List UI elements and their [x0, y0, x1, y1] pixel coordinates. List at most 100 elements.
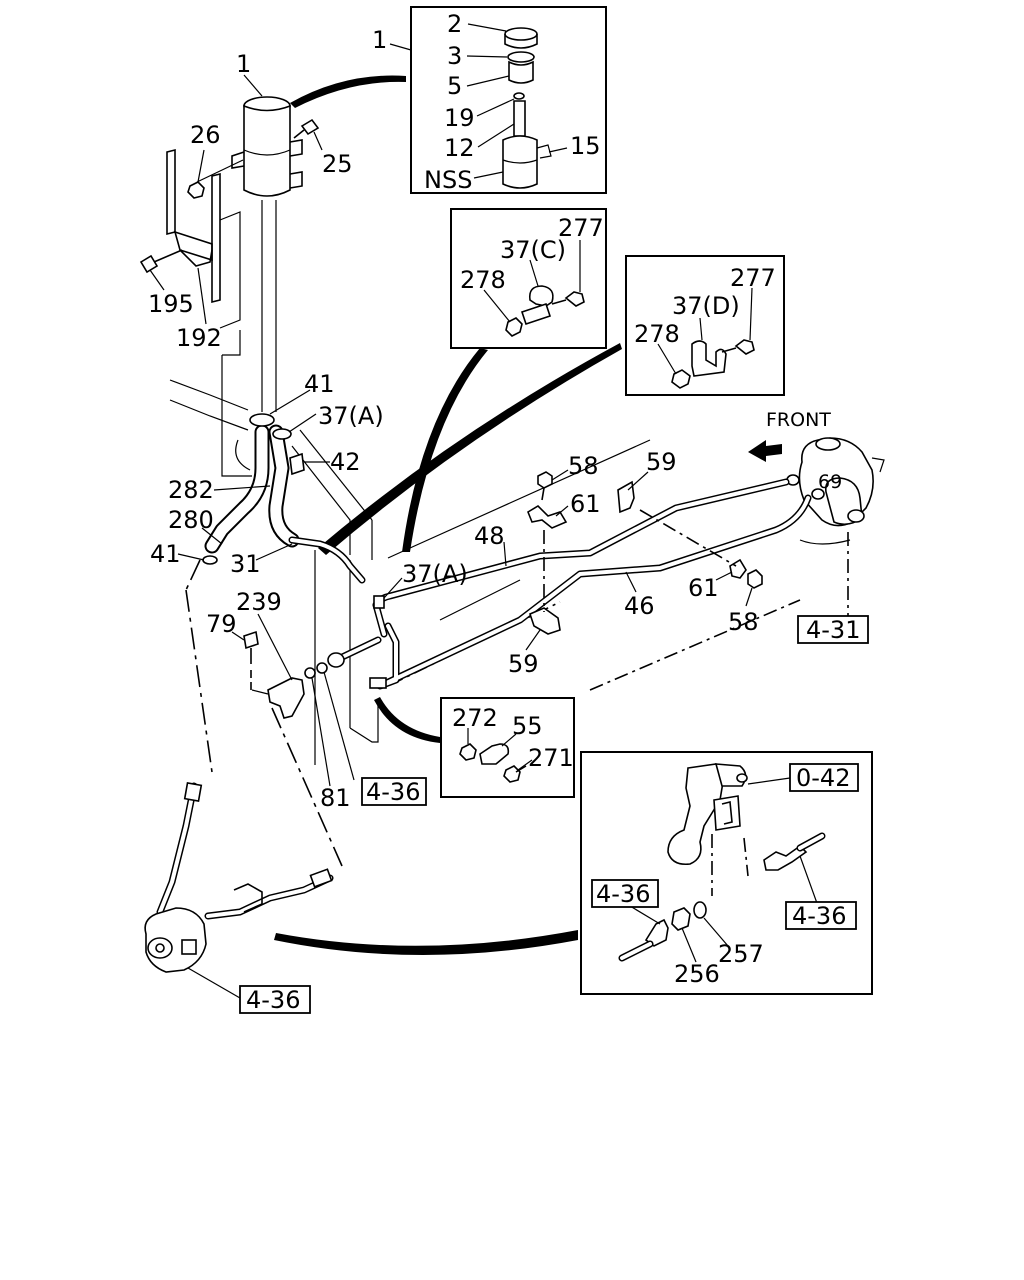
callout-31: 31 — [230, 550, 261, 578]
callout-61-top: 61 — [570, 490, 601, 518]
bolt-195 — [139, 254, 159, 274]
leader-277d — [749, 287, 753, 341]
fitting-46 — [811, 488, 825, 500]
ref-box-4-36-bottom — [239, 985, 311, 1014]
frame-edge-1 — [221, 355, 252, 477]
callout-12: 12 — [444, 134, 475, 162]
washer-81b — [304, 667, 316, 679]
pump-hub — [155, 943, 165, 953]
cap-body — [504, 34, 538, 49]
leader-278c — [483, 289, 511, 323]
leader-4-36-bottom — [187, 967, 241, 999]
pointer-arc-clamp-c — [402, 348, 488, 552]
bolt-79-head — [243, 630, 259, 650]
pump-port — [181, 939, 197, 955]
reservoir-detail-inset: 2 3 5 19 12 15 NSS 1 — [372, 6, 607, 194]
leader-61-top — [555, 505, 569, 517]
bracket-192-rear — [166, 148, 176, 236]
steering-gearbox: 69 4-31 — [786, 437, 885, 644]
tank-tab-2 — [289, 171, 303, 189]
clamp-55 — [479, 743, 510, 765]
callout-59-top: 59 — [646, 448, 677, 476]
fitting-hp — [327, 652, 345, 668]
callout-15: 15 — [570, 132, 601, 160]
callout-25: 25 — [322, 150, 353, 178]
ref-label-0-42: 0-42 — [796, 764, 850, 792]
bolt-277c-shank — [551, 299, 567, 305]
filter-part — [508, 60, 534, 84]
bolt-58-top-shank — [541, 487, 545, 501]
gasket-part — [507, 51, 535, 63]
clamp-37a-top — [272, 428, 292, 440]
bolt-277d-shank — [721, 347, 737, 353]
leader-37d — [699, 317, 703, 341]
bolt-58-top — [537, 471, 553, 489]
frame-curve — [235, 439, 251, 471]
bracket-detail-inset: 0-42 4-36 4-36 256 257 — [580, 751, 873, 995]
leader-271 — [517, 759, 533, 771]
leader-278d — [657, 343, 677, 375]
leader-1-inset — [389, 43, 412, 51]
leader-256 — [681, 927, 697, 963]
callout-192: 192 — [176, 324, 222, 352]
callout-280: 280 — [168, 506, 214, 534]
bracket-192-lower — [179, 249, 213, 267]
clamp-alignment-line-2 — [639, 509, 737, 567]
tank-tab — [289, 139, 303, 157]
washer-81 — [316, 662, 328, 674]
tank-tab-left — [231, 151, 245, 169]
leader-31 — [255, 543, 293, 561]
callout-61-bot: 61 — [688, 574, 719, 602]
callout-1-inset: 1 — [372, 26, 387, 54]
frame-post-foot — [349, 700, 379, 743]
leader-192 — [197, 267, 207, 325]
clamp-55-inset: 272 55 271 — [440, 697, 575, 798]
bracket-59-top — [617, 480, 635, 514]
clamp-37a-lower — [369, 677, 387, 689]
ref-label-4-31: 4-31 — [806, 616, 860, 644]
leader-282 — [213, 485, 271, 491]
leader-59-top — [627, 471, 649, 491]
callout-19: 19 — [444, 104, 475, 132]
leader-195 — [149, 269, 165, 291]
steering-pipes: 48 58 59 61 37(A) 46 61 58 59 — [304, 448, 812, 690]
leader-58-top — [551, 469, 569, 481]
gearbox-lower — [799, 539, 851, 545]
ref-label-4-36-mid: 4-36 — [366, 778, 420, 806]
bolt-25 — [300, 118, 320, 136]
leader-41-top — [269, 389, 311, 415]
leader-nss — [473, 171, 504, 179]
callout-277c: 277 — [558, 214, 604, 242]
pointer-arc-clamp-d — [318, 343, 622, 555]
leader-257 — [703, 917, 729, 947]
clamp-37d — [691, 340, 727, 377]
front-arrow-icon — [748, 440, 782, 462]
bolt-277c — [564, 291, 585, 307]
suction-pipe-end — [183, 781, 203, 803]
ref-label-4-36-inset-left: 4-36 — [596, 880, 650, 908]
bracket-59-bottom — [529, 607, 561, 635]
callout-55: 55 — [512, 712, 543, 740]
frame-edge-2 — [222, 330, 241, 356]
leader-5 — [466, 75, 510, 87]
clamp-37c-tab — [520, 302, 552, 326]
frame-rail-d — [291, 445, 351, 555]
leader-59-bot — [525, 629, 541, 651]
bolt-42 — [289, 452, 305, 476]
reservoir-assembly: 1 26 25 195 192 — [139, 50, 353, 412]
callout-41-left: 41 — [150, 540, 181, 568]
bracket-239 — [267, 677, 305, 719]
ref-box-4-31 — [797, 615, 869, 644]
bracket-stud-line-2 — [743, 837, 749, 877]
reservoir-hoses: 41 37(A) 42 282 280 41 31 — [150, 370, 384, 584]
leader-19 — [476, 98, 515, 117]
leader-37c — [529, 259, 539, 287]
leader-12 — [477, 123, 515, 148]
bracket-clip-slot — [721, 800, 733, 825]
pump-bracket — [233, 883, 263, 913]
nut-278d — [671, 369, 691, 389]
callout-59-bot: 59 — [508, 650, 539, 678]
leader-58-bot — [745, 587, 753, 607]
bolt-195-shank — [153, 249, 183, 263]
